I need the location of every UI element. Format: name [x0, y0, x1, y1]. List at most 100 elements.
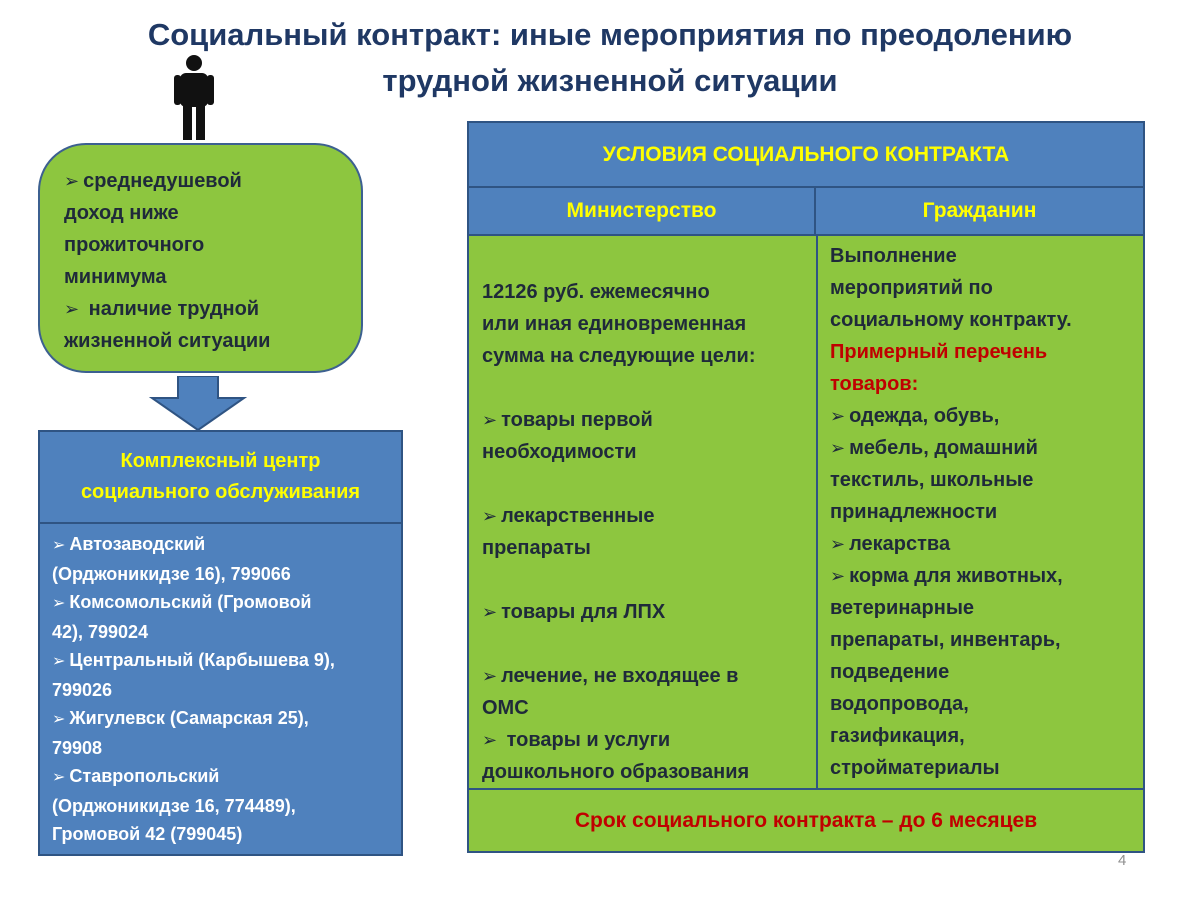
paragraph-gap	[482, 468, 808, 500]
center-address-item: ➢Жигулевск (Самарская 25), 79908	[52, 704, 391, 762]
arrow-bullet-icon: ➢	[64, 299, 80, 319]
citizen-item: ➢мебель, домашний текстиль, школьные прина…	[830, 432, 1137, 528]
criteria-item-text: минимума	[64, 266, 167, 288]
slide-title: Социальный контракт: иные мероприятия по…	[60, 12, 1160, 104]
citizen-intro-text: мероприятий по	[830, 277, 993, 299]
person-icon	[174, 55, 214, 140]
ministry-intro-text: 12126 руб. ежемесячно	[482, 281, 710, 303]
goods-list-heading-text: товаров:	[830, 373, 919, 395]
citizen-item-text: мебель, домашний	[849, 437, 1038, 459]
arrow-bullet-icon: ➢	[830, 534, 846, 554]
citizen-item: ➢одежда, обувь,	[830, 400, 1137, 432]
ministry-item: ➢ товары и услуги дошкольного образования	[482, 724, 808, 788]
contract-term-footer: Срок социального контракта – до 6 месяце…	[469, 788, 1143, 851]
arrow-bullet-icon: ➢	[482, 506, 498, 526]
citizen-item: ➢корма для животных, ветеринарные препарат…	[830, 560, 1137, 784]
ministry-intro-text: или иная единовременная	[482, 313, 747, 335]
ministry-item-text: препараты	[482, 537, 591, 559]
center-address-list: ➢ Автозаводский (Орджоникидзе 16), 799066 ➢…	[40, 524, 401, 848]
title-line-2: трудной жизненной ситуации	[382, 63, 838, 98]
paragraph-gap	[482, 628, 808, 660]
center-address-item-text: Комсомольский (Громовой	[69, 592, 312, 612]
arrow-bullet-icon: ➢	[52, 711, 66, 728]
arrow-bullet-icon: ➢	[482, 602, 498, 622]
ministry-intro-text: сумма на следующие цели:	[482, 345, 756, 367]
ministry-column-body: 12126 руб. ежемесячно или иная единовреме…	[469, 236, 816, 788]
arrow-bullet-icon: ➢	[830, 406, 846, 426]
center-title-line-2: социального обслуживания	[80, 481, 361, 503]
citizen-item-text: газификация,	[830, 725, 965, 747]
center-address-item-text: Центральный (Карбышева 9),	[69, 650, 335, 670]
citizen-item-text: принадлежности	[830, 501, 998, 523]
criteria-list: ➢ среднедушевой доход ниже прожиточного мини…	[64, 165, 345, 357]
center-address-item-text: Автозаводский	[69, 534, 206, 554]
center-address-item-text: Ставропольский	[69, 766, 220, 786]
ministry-item: ➢лечение, не входящее в ОМС	[482, 660, 808, 724]
ministry-item: ➢лекарственные препараты	[482, 500, 808, 564]
center-address-item: ➢Ставропольский (Орджоникидзе 16, 774489)…	[52, 762, 391, 848]
criteria-item-text: прожиточного	[64, 234, 205, 256]
ministry-intro: 12126 руб. ежемесячно или иная единовреме…	[482, 276, 808, 372]
social-service-center-box: Комплексный центр социального обслуживан…	[38, 430, 403, 856]
down-arrow-icon	[148, 376, 248, 432]
paragraph-gap	[482, 564, 808, 596]
center-address-item-text: (Орджоникидзе 16, 774489),	[52, 796, 296, 816]
arrow-bullet-icon: ➢	[482, 730, 498, 750]
center-address-item-text: 799026	[52, 680, 113, 700]
contract-conditions-table: УСЛОВИЯ СОЦИАЛЬНОГО КОНТРАКТА Министерст…	[467, 121, 1145, 853]
ministry-item-text: дошкольного образования	[482, 761, 750, 783]
center-address-item: ➢Центральный (Карбышева 9),799026	[52, 646, 391, 704]
center-address-item-text: 42), 799024	[52, 622, 149, 642]
ministry-item: ➢товары для ЛПХ	[482, 596, 808, 628]
citizen-item: ➢лекарства	[830, 528, 1137, 560]
citizen-item-text: препараты, инвентарь,	[830, 629, 1061, 651]
criteria-item-text: доход ниже	[64, 202, 179, 224]
arrow-bullet-icon: ➢	[52, 769, 66, 786]
title-line-1: Социальный контракт: иные мероприятия по…	[147, 17, 1073, 52]
citizen-item-text: ветеринарные	[830, 597, 975, 619]
conditions-header: УСЛОВИЯ СОЦИАЛЬНОГО КОНТРАКТА	[469, 123, 1143, 188]
center-address-item: ➢Автозаводский(Орджоникидзе 16), 799066	[52, 530, 391, 588]
arrow-bullet-icon: ➢	[482, 410, 498, 430]
citizen-item-text: корма для животных,	[849, 565, 1063, 587]
goods-list-heading-text: Примерный перечень	[830, 341, 1048, 363]
citizen-intro-text: социальному контракту.	[830, 309, 1072, 331]
citizen-column-body: Выполнение мероприятий по социальному конт…	[818, 236, 1143, 788]
center-title: Комплексный центр социального обслуживан…	[40, 432, 401, 524]
center-address-item-text: (Орджоникидзе 16), 799066	[52, 564, 291, 584]
arrow-bullet-icon: ➢	[830, 566, 846, 586]
arrow-bullet-icon: ➢	[830, 438, 846, 458]
citizen-item-text: водопровода,	[830, 693, 969, 715]
citizen-item-text: лекарства	[849, 533, 951, 555]
ministry-column-header: Министерство	[469, 188, 816, 236]
center-address-item-text: 79908	[52, 738, 103, 758]
center-address-item-text: Громовой 42 (799045)	[52, 824, 243, 844]
ministry-item-text: лечение, не входящее в	[501, 665, 739, 687]
ministry-item-text: товары и услуги	[501, 729, 671, 751]
criteria-item-text: среднедушевой	[83, 170, 242, 192]
arrow-bullet-icon: ➢	[52, 595, 66, 612]
center-address-item-text: Жигулевск (Самарская 25),	[69, 708, 309, 728]
citizen-intro: Выполнение мероприятий по социальному конт…	[830, 240, 1137, 336]
ministry-item-text: товары для ЛПХ	[501, 601, 666, 623]
ministry-item-text: лекарственные	[501, 505, 655, 527]
citizen-item-text: одежда, обувь,	[849, 405, 1000, 427]
column-divider	[816, 236, 818, 788]
criteria-item-text: наличие трудной	[83, 298, 260, 320]
citizen-item-text: текстиль, школьные	[830, 469, 1034, 491]
page-number: 4	[1118, 852, 1127, 869]
citizen-intro-text: Выполнение	[830, 245, 957, 267]
goods-list-heading: Примерный перечень товаров:	[830, 336, 1137, 400]
ministry-item-text: необходимости	[482, 441, 637, 463]
center-address-item: ➢Комсомольский (Громовой 42), 799024	[52, 588, 391, 646]
citizen-item-text: стройматериалы	[830, 757, 1000, 779]
criteria-bubble: ➢ среднедушевой доход ниже прожиточного мини…	[38, 143, 363, 373]
ministry-item-text: ОМС	[482, 697, 529, 719]
citizen-column-header: Гражданин	[816, 188, 1143, 236]
citizen-item-text: подведение	[830, 661, 950, 683]
paragraph-gap	[482, 372, 808, 404]
arrow-bullet-icon: ➢	[482, 666, 498, 686]
